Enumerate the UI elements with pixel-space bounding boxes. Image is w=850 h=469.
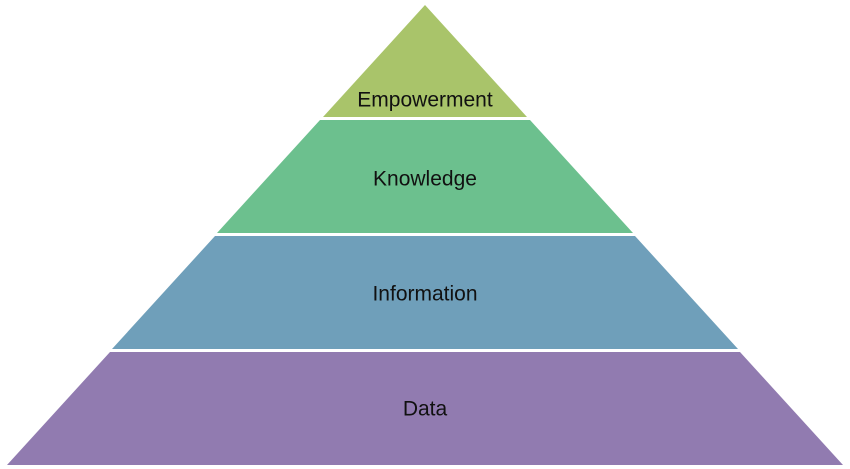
pyramid-level-information bbox=[112, 236, 738, 349]
label-information: Information bbox=[372, 283, 477, 306]
pyramid-level-knowledge bbox=[217, 120, 633, 233]
label-data: Data bbox=[403, 398, 448, 421]
pyramid-level-data bbox=[7, 352, 843, 465]
label-knowledge: Knowledge bbox=[373, 168, 477, 191]
pyramid-level-empowerment bbox=[323, 5, 527, 117]
label-empowerment: Empowerment bbox=[357, 89, 493, 112]
